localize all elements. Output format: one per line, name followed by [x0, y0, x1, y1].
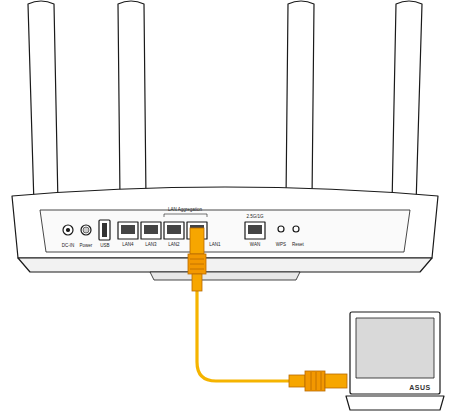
port-panel [40, 210, 410, 252]
rj45-plug [188, 228, 206, 291]
brand-logo: ASUS [409, 384, 430, 391]
button-label: Reset [292, 243, 304, 248]
ethernet-cable [197, 290, 290, 381]
port-label: LAN4 [122, 243, 133, 248]
group-label: LAN Aggregation [168, 208, 202, 213]
dc-jack [63, 225, 73, 235]
wps-button [278, 226, 284, 232]
router-base [18, 258, 432, 272]
port-label: LAN2 [168, 243, 179, 248]
reset-button [293, 226, 299, 232]
port-label: 2.5G/1G [246, 215, 263, 220]
antenna [28, 1, 58, 205]
antenna [392, 1, 422, 205]
port-label: LAN3 [145, 243, 156, 248]
laptop [346, 312, 444, 410]
aggregation-bracket [164, 214, 207, 217]
port-label: USB [100, 244, 109, 249]
rj45-plug [289, 371, 347, 391]
power-button [81, 225, 91, 235]
port-label: LAN1 [209, 243, 220, 248]
antenna [286, 1, 314, 200]
router-foot [150, 272, 300, 280]
port-label: WAN [250, 243, 260, 248]
port-label: Power [80, 244, 93, 249]
port-label: DC-IN [62, 244, 75, 249]
wan-port [245, 222, 265, 239]
router-body [12, 187, 438, 258]
antenna [118, 1, 146, 200]
button-label: WPS [276, 243, 286, 248]
usb-port [99, 220, 110, 240]
